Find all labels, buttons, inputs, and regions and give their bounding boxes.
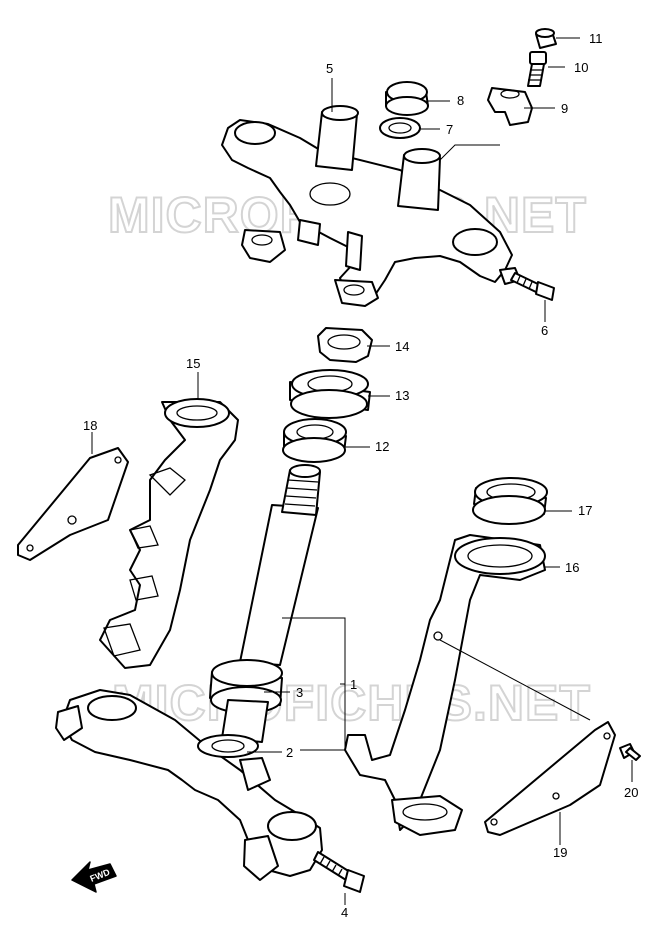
part-9-holder xyxy=(487,87,533,126)
part-4-bolt xyxy=(313,851,365,893)
part-20-screw xyxy=(619,743,641,761)
part-14-locknut xyxy=(317,327,373,363)
leader-lines xyxy=(91,37,633,905)
part-17-ring xyxy=(472,477,548,525)
watermark-bottom: MICROFICHES.NET xyxy=(112,675,591,731)
part-1-steering-stem xyxy=(55,464,323,881)
part-18-plate xyxy=(17,447,129,561)
callout-1: 1 xyxy=(350,677,357,692)
upper-bracket xyxy=(221,105,521,307)
callout-13: 13 xyxy=(395,388,409,403)
callout-6: 6 xyxy=(541,323,548,338)
part-13-dust-seal xyxy=(289,369,371,419)
part-11-cap xyxy=(535,28,557,49)
part-19-plate xyxy=(484,721,616,836)
callout-5: 5 xyxy=(326,61,333,76)
callout-2: 2 xyxy=(286,745,293,760)
part-10-bolt xyxy=(527,51,547,87)
callout-8: 8 xyxy=(457,93,464,108)
callout-12: 12 xyxy=(375,439,389,454)
part-8-cap xyxy=(385,81,429,116)
part-7-washer xyxy=(379,117,421,139)
callout-7: 7 xyxy=(446,122,453,137)
callout-20: 20 xyxy=(624,785,638,800)
callout-18: 18 xyxy=(83,418,97,433)
callout-9: 9 xyxy=(561,101,568,116)
part-12-bearing xyxy=(282,418,347,463)
part-6-bolt xyxy=(510,272,555,301)
callout-4: 4 xyxy=(341,905,348,920)
callout-3: 3 xyxy=(296,685,303,700)
callout-15: 15 xyxy=(186,356,200,371)
callout-19: 19 xyxy=(553,845,567,860)
callout-14: 14 xyxy=(395,339,409,354)
callout-numbers: 11 10 9 8 7 5 6 14 13 12 15 18 17 16 1 3… xyxy=(83,31,638,920)
callout-11: 11 xyxy=(589,31,603,46)
part-15-left-cover xyxy=(99,398,239,669)
fwd-arrow-icon: FWD xyxy=(71,861,117,893)
callout-16: 16 xyxy=(565,560,579,575)
callout-17: 17 xyxy=(578,503,592,518)
callout-10: 10 xyxy=(574,60,588,75)
part-16-right-cover xyxy=(344,534,546,836)
